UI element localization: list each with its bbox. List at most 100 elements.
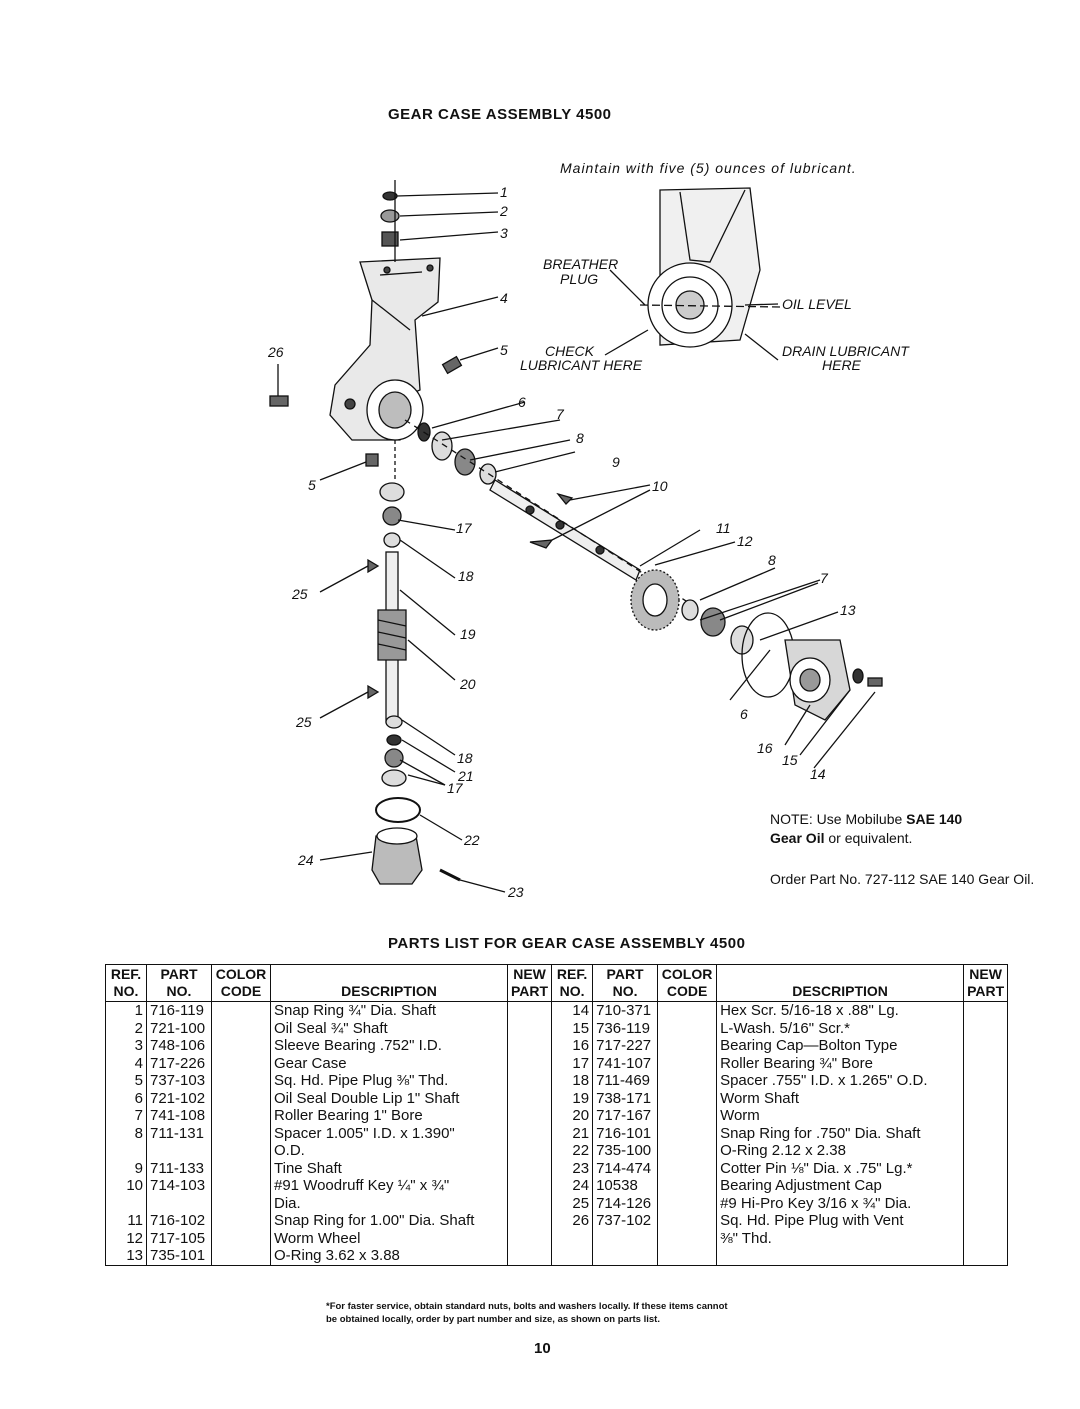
note-suffix: or equivalent.: [824, 830, 913, 846]
new-part-cell: [963, 1142, 1009, 1160]
callout-plug: PLUG: [560, 271, 599, 287]
part-number-cell: [592, 1229, 659, 1247]
part-number-cell: 716-101: [592, 1124, 659, 1142]
ref-cell: 23: [551, 1159, 594, 1177]
part-number-cell: 711-469: [592, 1072, 659, 1090]
part-label-25b: 25: [296, 714, 312, 730]
part-number-cell: 735-101: [146, 1247, 212, 1266]
new-part-cell: [963, 1212, 1009, 1230]
new-part-cell: [963, 1089, 1009, 1107]
part-label-14: 14: [810, 766, 826, 782]
new-part-cell: [963, 1229, 1009, 1247]
color-code-cell: [211, 1212, 271, 1230]
part-label-2: 2: [500, 203, 508, 219]
ref-cell: 19: [551, 1089, 594, 1107]
callout-oil-level: OIL LEVEL: [782, 296, 852, 312]
description-cell: O.D.: [270, 1142, 508, 1160]
part-label-7: 7: [556, 406, 564, 422]
part-number-cell: 714-103: [146, 1177, 212, 1195]
color-code-cell: [657, 1212, 718, 1230]
part-label-4: 4: [500, 290, 508, 306]
part-number-cell: 717-227: [592, 1037, 659, 1055]
color-code-cell: [211, 1124, 271, 1142]
part-label-17: 17: [456, 520, 472, 536]
color-code-cell: [657, 1247, 718, 1266]
color-code-cell: [657, 1037, 718, 1055]
new-part-cell: [506, 1212, 553, 1230]
part-label-26: 26: [268, 344, 284, 360]
new-part-cell: [963, 1001, 1009, 1020]
description-cell: Bearing Adjustment Cap: [716, 1177, 965, 1195]
color-code-cell: [657, 1229, 718, 1247]
description-cell: Roller Bearing 1" Bore: [270, 1107, 508, 1125]
ref-cell: 3: [105, 1037, 147, 1055]
part-number-cell: 717-226: [146, 1054, 212, 1072]
color-code-cell: [211, 1089, 271, 1107]
color-code-cell: [657, 1142, 718, 1160]
part-label-25: 25: [292, 586, 308, 602]
part-label-21: 21: [458, 768, 474, 784]
color-code-cell: [211, 1037, 271, 1055]
description-cell: Snap Ring for 1.00" Dia. Shaft: [270, 1212, 508, 1230]
color-code-cell: [211, 1194, 271, 1212]
new-part-cell: [506, 1107, 553, 1125]
new-part-cell: [506, 1019, 553, 1037]
description-cell: Bearing Cap—Bolton Type: [716, 1037, 965, 1055]
new-part-cell: [506, 1001, 553, 1020]
part-number-cell: 714-126: [592, 1194, 659, 1212]
color-code-cell: [211, 1159, 271, 1177]
ref-cell: 26: [551, 1212, 594, 1230]
part-number-cell: 741-107: [592, 1054, 659, 1072]
part-label-8b: 8: [768, 552, 776, 568]
part-label-11: 11: [716, 520, 731, 536]
new-part-cell: [506, 1177, 553, 1195]
part-number-cell: 721-102: [146, 1089, 212, 1107]
note-sae: SAE 140: [906, 811, 963, 827]
description-cell: Hex Scr. 5/16-18 x .88" Lg.: [716, 1001, 965, 1020]
description-cell: #9 Hi-Pro Key 3/16 x ¾" Dia.: [716, 1194, 965, 1212]
ref-cell: 9: [105, 1159, 147, 1177]
part-number-cell: [592, 1247, 659, 1266]
part-number-cell: 10538: [592, 1177, 659, 1195]
description-cell: Tine Shaft: [270, 1159, 508, 1177]
part-number-cell: 738-171: [592, 1089, 659, 1107]
note-order: Order Part No. 727-112 SAE 140 Gear Oil.: [770, 871, 1035, 887]
ref-cell: [105, 1142, 147, 1160]
ref-cell: 21: [551, 1124, 594, 1142]
description-cell: Sleeve Bearing .752" I.D.: [270, 1037, 508, 1055]
part-number-cell: 735-100: [592, 1142, 659, 1160]
part-label-24: 24: [298, 852, 314, 868]
color-code-cell: [657, 1072, 718, 1090]
new-part-cell: [506, 1072, 553, 1090]
ref-cell: 4: [105, 1054, 147, 1072]
ref-cell: 22: [551, 1142, 594, 1160]
new-part-cell: [506, 1159, 553, 1177]
color-code-cell: [657, 1177, 718, 1195]
note-prefix: NOTE: Use Mobilube: [770, 811, 907, 827]
color-code-cell: [657, 1089, 718, 1107]
new-part-cell: [506, 1037, 553, 1055]
description-cell: #91 Woodruff Key ¼" x ¾": [270, 1177, 508, 1195]
footnote-line-1: *For faster service, obtain standard nut…: [326, 1301, 728, 1312]
worm-wheel-assembly: [630, 567, 883, 769]
color-code-cell: [211, 1229, 271, 1247]
ref-cell: 5: [105, 1072, 147, 1090]
top-parts: [380, 180, 499, 317]
new-part-cell: [506, 1229, 553, 1247]
color-code-cell: [211, 1107, 271, 1125]
part-number-cell: 711-133: [146, 1159, 212, 1177]
part-number-cell: [146, 1142, 212, 1160]
ref-cell: 8: [105, 1124, 147, 1142]
description-cell: Worm: [716, 1107, 965, 1125]
new-part-cell: [506, 1194, 553, 1212]
ref-cell: 25: [551, 1194, 594, 1212]
description-cell: Cotter Pin ⅛" Dia. x .75" Lg.*: [716, 1159, 965, 1177]
ref-cell: 18: [551, 1072, 594, 1090]
